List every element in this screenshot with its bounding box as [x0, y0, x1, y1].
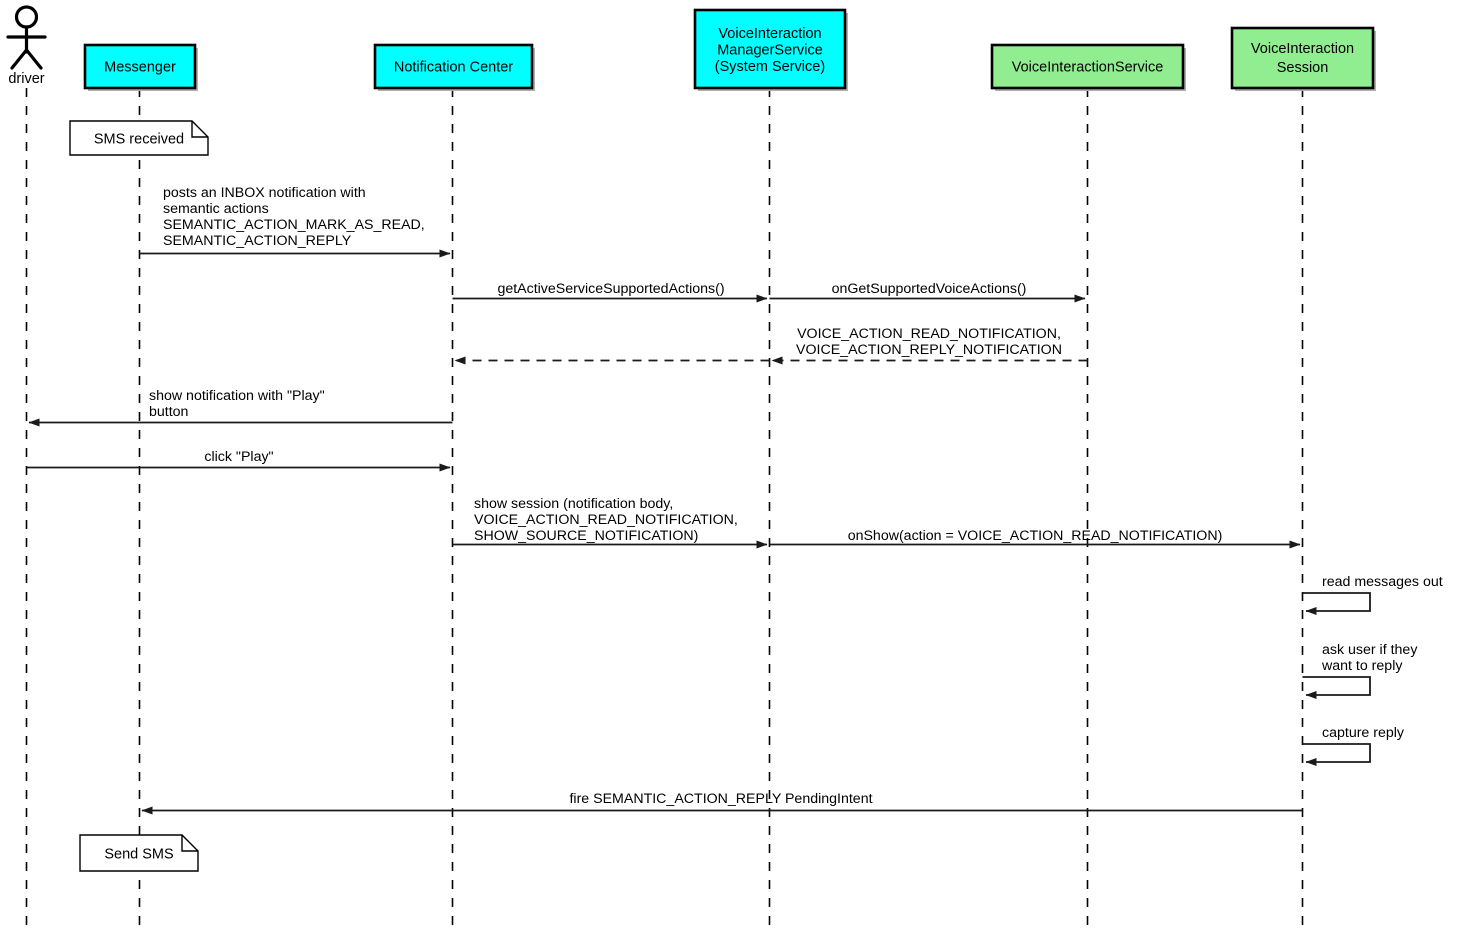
msg-get-active-service-supported-actions-label: getActiveServiceSupportedActions()	[497, 281, 724, 297]
msg-show-notification-play-line1: show notification with "Play"	[149, 388, 325, 404]
participant-vims-label-line2: ManagerService	[717, 42, 823, 58]
msg-click-play: click "Play"	[26, 449, 451, 472]
msg-post-inbox-notification-line1: posts an INBOX notification with	[163, 185, 366, 201]
participant-notification-center-box	[373, 43, 534, 90]
participant-session-label-line1: VoiceInteraction	[1251, 41, 1354, 57]
participant-messenger[interactable]: Messenger	[83, 43, 198, 91]
msg-return-voice-actions-line2: VOICE_ACTION_REPLY_NOTIFICATION	[796, 342, 1062, 358]
self-ask-user-reply-arrow	[1302, 676, 1371, 699]
note-sms-received-shape	[69, 120, 209, 156]
self-read-messages-out-arrow	[1302, 592, 1371, 615]
msg-fire-pending-intent: fire SEMANTIC_ACTION_REPLY PendingIntent	[141, 791, 1303, 815]
note-send-sms-fold-icon	[181, 835, 198, 852]
msg-show-notification-play-line2: button	[149, 404, 188, 420]
msg-show-session-line2: VOICE_ACTION_READ_NOTIFICATION,	[474, 512, 738, 528]
note-sms-received-fold-icon	[191, 121, 208, 138]
participant-vims-box	[693, 8, 847, 90]
msg-on-show-label: onShow(action = VOICE_ACTION_READ_NOTIFI…	[848, 528, 1223, 544]
note-sms-received: SMS received	[69, 120, 209, 156]
msg-get-active-service-supported-actions: getActiveServiceSupportedActions()	[452, 281, 768, 303]
self-capture-reply-label: capture reply	[1322, 725, 1405, 741]
actor-driver[interactable]: driver	[6, 5, 47, 87]
self-ask-user-reply: ask user if they want to reply	[1302, 642, 1418, 699]
msg-show-notification-play: show notification with "Play" button	[28, 388, 453, 427]
msg-post-inbox-notification-line3: SEMANTIC_ACTION_MARK_AS_READ,	[163, 217, 425, 233]
participant-notification-center[interactable]: Notification Center	[373, 43, 535, 91]
msg-show-session: show session (notification body, VOICE_A…	[452, 496, 768, 549]
msg-post-inbox-notification: posts an INBOX notification with semanti…	[139, 185, 451, 258]
lifelines-group	[25, 88, 1304, 925]
actor-leg-left-icon	[10, 48, 29, 70]
msg-return-voice-actions-line1: VOICE_ACTION_READ_NOTIFICATION,	[797, 326, 1061, 342]
note-send-sms-shape	[79, 834, 199, 872]
msg-on-show: onShow(action = VOICE_ACTION_READ_NOTIFI…	[769, 528, 1301, 549]
msg-on-get-supported-voice-actions-label: onGetSupportedVoiceActions()	[832, 281, 1027, 297]
participant-vims-label-line1: VoiceInteraction	[718, 26, 821, 42]
msg-show-session-line1: show session (notification body,	[474, 496, 673, 512]
msg-post-inbox-notification-line2: semantic actions	[163, 201, 269, 217]
note-sms-received-text: SMS received	[94, 131, 184, 147]
participant-messenger-box	[83, 43, 197, 90]
participant-messenger-label: Messenger	[104, 59, 176, 75]
self-read-messages-out-label: read messages out	[1322, 574, 1443, 590]
participant-session-label-line2: Session	[1277, 60, 1329, 76]
note-send-sms-text: Send SMS	[104, 846, 173, 862]
msg-on-get-supported-voice-actions: onGetSupportedVoiceActions()	[769, 281, 1086, 303]
participant-vims-label-line3: (System Service)	[715, 59, 825, 75]
actor-label: driver	[8, 71, 44, 87]
msg-show-session-line3: SHOW_SOURCE_NOTIFICATION)	[474, 528, 698, 544]
self-ask-user-reply-line1: ask user if they	[1322, 642, 1418, 658]
self-read-messages-out: read messages out	[1302, 574, 1443, 615]
participant-vis-box	[990, 43, 1185, 90]
participant-notification-center-label: Notification Center	[394, 59, 513, 75]
participant-vis[interactable]: VoiceInteractionService	[990, 43, 1186, 91]
participant-session[interactable]: VoiceInteraction Session	[1230, 26, 1376, 91]
actor-leg-right-icon	[24, 48, 43, 70]
msg-return-voice-actions: VOICE_ACTION_READ_NOTIFICATION, VOICE_AC…	[771, 326, 1088, 365]
actor-head-icon	[14, 5, 39, 29]
msg-fire-pending-intent-label: fire SEMANTIC_ACTION_REPLY PendingIntent	[569, 791, 872, 807]
self-ask-user-reply-line2: want to reply	[1321, 658, 1403, 674]
participant-session-box	[1230, 26, 1375, 90]
msg-click-play-label: click "Play"	[204, 449, 273, 465]
self-capture-reply: capture reply	[1302, 725, 1405, 766]
participant-vims[interactable]: VoiceInteraction ManagerService (System …	[693, 8, 848, 91]
msg-post-inbox-notification-line4: SEMANTIC_ACTION_REPLY	[163, 233, 352, 249]
note-send-sms: Send SMS	[79, 834, 199, 872]
participant-vis-label: VoiceInteractionService	[1012, 59, 1164, 75]
self-capture-reply-arrow	[1302, 743, 1371, 766]
